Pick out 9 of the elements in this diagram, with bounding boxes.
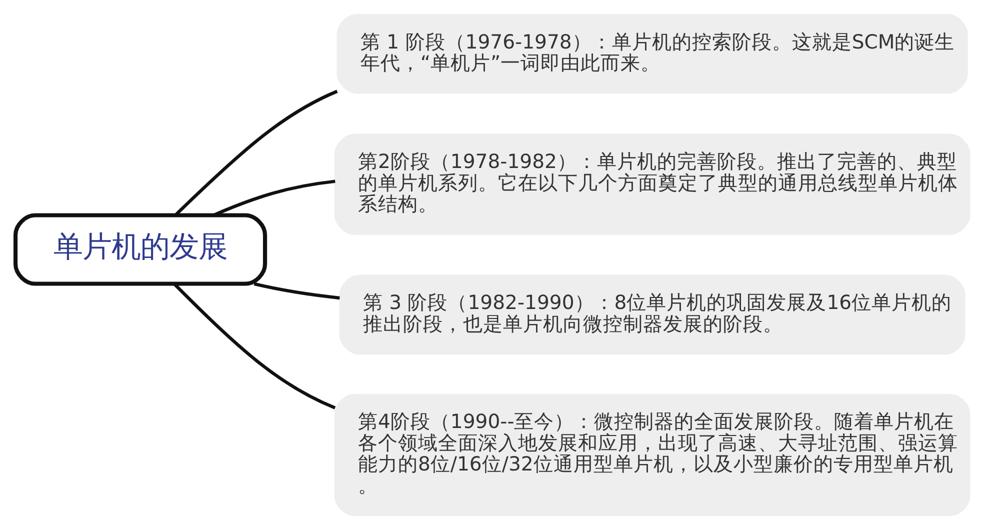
node-box: 第 3 阶段（1982-1990）：8位单片机的巩固发展及16位单片机的推出阶段，也是单片机向微控制器发展的阶段。 [339,274,966,355]
node-box: 第4阶段（1990--至今）：微控制器的全面发展阶段。随着单片机在各个领域全面深入地发展和应用，出现了高速、大寻址范围、强运算能力的8位/16位/32位通用型单片机，以及小型廉价的专用型单片机。 [334,394,970,516]
node-box: 单片机的发展 [13,213,268,286]
node-box: 第 1 阶段（1976-1978）：单片机的控索阶段。这就是SCM的诞生年代，“单机片”一词即由此而来。 [336,14,968,94]
connector [173,282,336,410]
connector [212,180,336,217]
connector [254,282,340,300]
node-box: 第2阶段（1978-1982）：单片机的完善阶段。推出了完善的、典型的单片机系列。它在以下几个方面奠定了典型的通用总线型单片机体系结构。 [334,134,970,235]
connector [174,90,338,216]
